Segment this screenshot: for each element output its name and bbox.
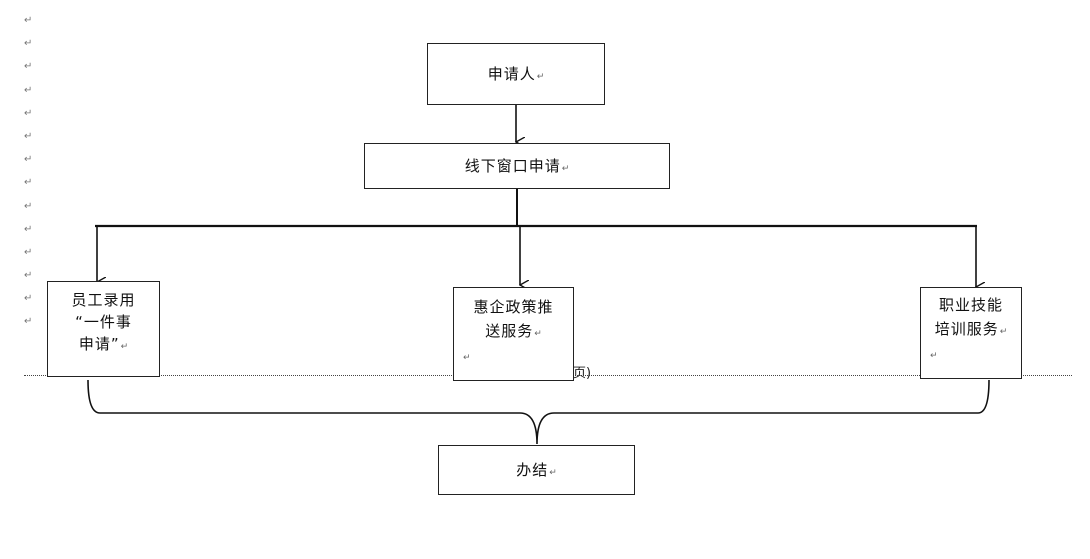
node-offline-window: 线下窗口申请↵ [364, 143, 670, 189]
paragraph-mark: ↵ [999, 327, 1008, 337]
paragraph-mark: ↵ [24, 38, 33, 50]
paragraph-mark: ↵ [24, 130, 33, 142]
node-employee-hiring: 员工录用 “一件事 申请”↵ [47, 281, 160, 377]
node-vocational-training-line-2: 培训服务 [934, 320, 999, 338]
paragraph-mark: ↵ [24, 293, 33, 305]
paragraph-mark: ↵ [24, 61, 33, 73]
cut-off-text: 页) [573, 366, 592, 381]
node-employee-hiring-line-1: 员工录用 [71, 291, 136, 309]
node-vocational-training: 职业技能 培训服务↵ ↵ [920, 287, 1022, 379]
paragraph-mark: ↵ [24, 246, 33, 258]
paragraph-mark: ↵ [463, 353, 471, 363]
paragraph-mark: ↵ [930, 351, 938, 361]
node-completion: 办结↵ [438, 445, 635, 495]
node-employee-hiring-line-3: 申请” [78, 335, 120, 353]
node-vocational-training-line-1: 职业技能 [938, 296, 1003, 314]
paragraph-mark: ↵ [24, 84, 33, 96]
paragraph-mark: ↵ [24, 316, 33, 328]
paragraph-mark: ↵ [24, 177, 33, 189]
paragraph-mark: ↵ [120, 342, 129, 352]
paragraph-mark: ↵ [549, 468, 557, 478]
node-enterprise-policy-line-1: 惠企政策推 [473, 298, 554, 316]
node-completion-label: 办结 [516, 461, 549, 479]
paragraph-mark: ↵ [534, 329, 542, 339]
paragraph-mark: ↵ [561, 164, 570, 174]
node-enterprise-policy-line-2: 送服务 [485, 322, 534, 340]
node-offline-window-label: 线下窗口申请 [464, 157, 561, 175]
paragraph-mark: ↵ [536, 72, 545, 82]
merge-brace [87, 379, 990, 445]
paragraph-mark: ↵ [24, 107, 33, 119]
paragraph-marks-column: ↵ ↵ ↵ ↵ ↵ ↵ ↵ ↵ ↵ ↵ ↵ ↵ ↵ ↵ [24, 14, 38, 339]
paragraph-mark: ↵ [24, 200, 33, 212]
paragraph-mark: ↵ [24, 15, 33, 26]
paragraph-mark: ↵ [24, 223, 33, 235]
paragraph-mark: ↵ [24, 154, 33, 166]
paragraph-mark: ↵ [24, 270, 33, 282]
node-employee-hiring-line-2: “一件事 [75, 313, 132, 331]
node-applicant: 申请人↵ [427, 43, 605, 105]
node-applicant-label: 申请人 [487, 65, 536, 83]
node-enterprise-policy: 惠企政策推 送服务↵ ↵ [453, 287, 574, 381]
